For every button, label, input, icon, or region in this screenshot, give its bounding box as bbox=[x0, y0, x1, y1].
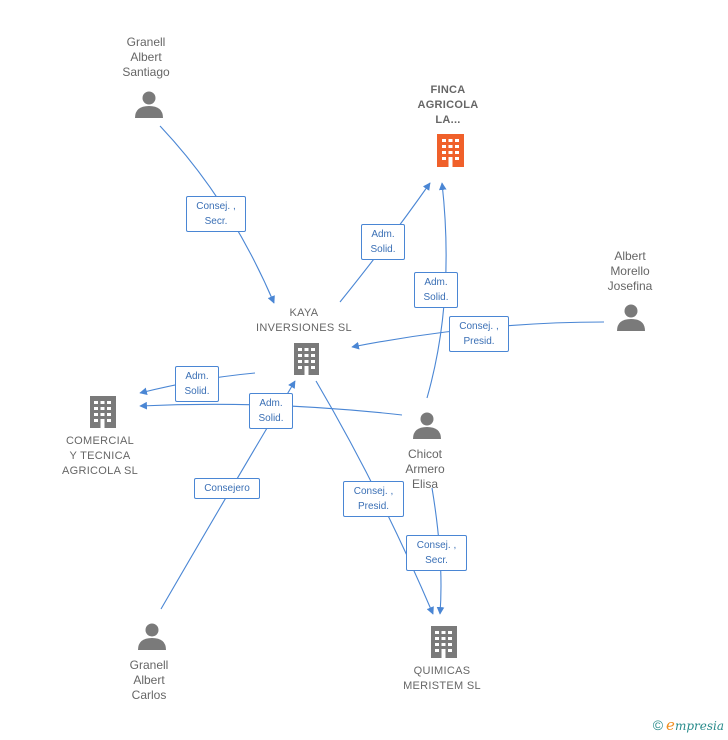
node-albert-morello-josefina[interactable]: Albert Morello Josefina bbox=[607, 249, 653, 293]
empresia-logo: ©empresia bbox=[652, 716, 724, 734]
edge-label-adm-solid-kaya-finca: Adm. Solid. bbox=[361, 224, 405, 260]
node-finca-agricola[interactable]: FINCA AGRICOLA LA... bbox=[417, 84, 479, 126]
person-icon-albert-morello bbox=[617, 304, 645, 331]
copyright-icon: © bbox=[652, 717, 664, 733]
node-quimicas-meristem[interactable]: QUIMICAS MERISTEM SL bbox=[403, 665, 481, 692]
edge-label-adm-solid-chicot-comercial: Adm. Solid. bbox=[249, 393, 293, 429]
node-granell-albert-santiago[interactable]: Granell Albert Santiago bbox=[122, 35, 170, 79]
node-granell-albert-carlos[interactable]: Granell Albert Carlos bbox=[129, 658, 169, 702]
edge-label-consej-presid-morello: Consej. , Presid. bbox=[449, 316, 509, 352]
edge-label-consejero-carlos: Consejero bbox=[194, 478, 260, 499]
person-icon-granell-carlos bbox=[138, 623, 166, 650]
edge-label-adm-solid-kaya-comercial: Adm. Solid. bbox=[175, 366, 219, 402]
building-icon-quimicas bbox=[431, 626, 457, 658]
node-comercial-tecnica-agricola[interactable]: COMERCIAL Y TECNICA AGRICOLA SL bbox=[61, 435, 139, 477]
node-chicot-armero-elisa[interactable]: Chicot Armero Elisa bbox=[405, 447, 445, 491]
edge-label-adm-solid-chicot-finca: Adm. Solid. bbox=[414, 272, 458, 308]
building-icon-kaya bbox=[294, 343, 319, 375]
edge-label-consej-secr-santiago: Consej. , Secr. bbox=[186, 196, 246, 232]
edge-label-consej-presid-kaya-quimicas: Consej. , Presid. bbox=[343, 481, 404, 517]
person-icon-chicot-armero bbox=[413, 412, 441, 439]
building-icon-finca bbox=[437, 134, 464, 167]
person-icon-granell-santiago bbox=[135, 91, 163, 118]
building-icon-comercial bbox=[90, 396, 116, 428]
edge-label-consej-secr-chicot: Consej. , Secr. bbox=[406, 535, 467, 571]
node-kaya-inversiones[interactable]: KAYA INVERSIONES SL bbox=[256, 307, 352, 334]
